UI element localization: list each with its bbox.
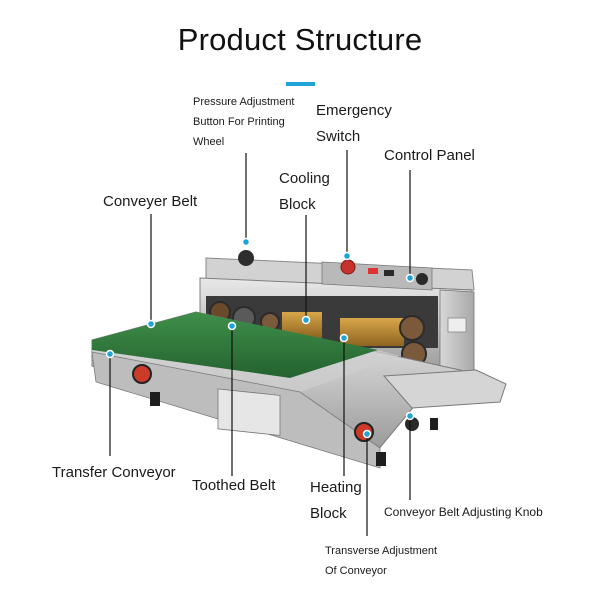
label-belt-adjusting-knob: Conveyor Belt Adjusting Knob [384, 505, 543, 519]
pressure-line2: Button For Printing [193, 116, 285, 128]
heating-line2: Block [310, 505, 347, 522]
pressure-line1: Pressure Adjustment [193, 96, 295, 108]
leader-lines [109, 150, 411, 536]
conveyor [91, 311, 507, 469]
label-conveyer-belt: Conveyer Belt [103, 193, 198, 210]
transverse-line2: Of Conveyor [325, 565, 387, 577]
cooling-line1: Cooling [279, 170, 330, 187]
page-title: Product Structure [177, 22, 423, 57]
heating-line1: Heating [310, 479, 362, 496]
pressure-line3: Wheel [193, 136, 225, 148]
transverse-line1: Transverse Adjustment [325, 545, 438, 557]
label-control-panel: Control Panel [384, 147, 475, 164]
label-heating-block: Heating Block [310, 475, 362, 527]
emergency-line1: Emergency [316, 102, 392, 119]
label-pressure-adjustment: Pressure Adjustment Button For Printing … [193, 92, 295, 152]
title-accent-bar [286, 82, 315, 86]
anchor-dots [105, 237, 415, 439]
label-cooling-block: Cooling Block [279, 166, 330, 218]
label-transfer-conveyor: Transfer Conveyor [52, 464, 176, 481]
emergency-line2: Switch [316, 128, 361, 145]
label-toothed-belt: Toothed Belt [192, 477, 276, 494]
label-emergency-switch: Emergency Switch [316, 98, 392, 150]
label-transverse-adjustment: Transverse Adjustment Of Conveyor [325, 541, 437, 581]
cooling-line2: Block [279, 196, 316, 213]
